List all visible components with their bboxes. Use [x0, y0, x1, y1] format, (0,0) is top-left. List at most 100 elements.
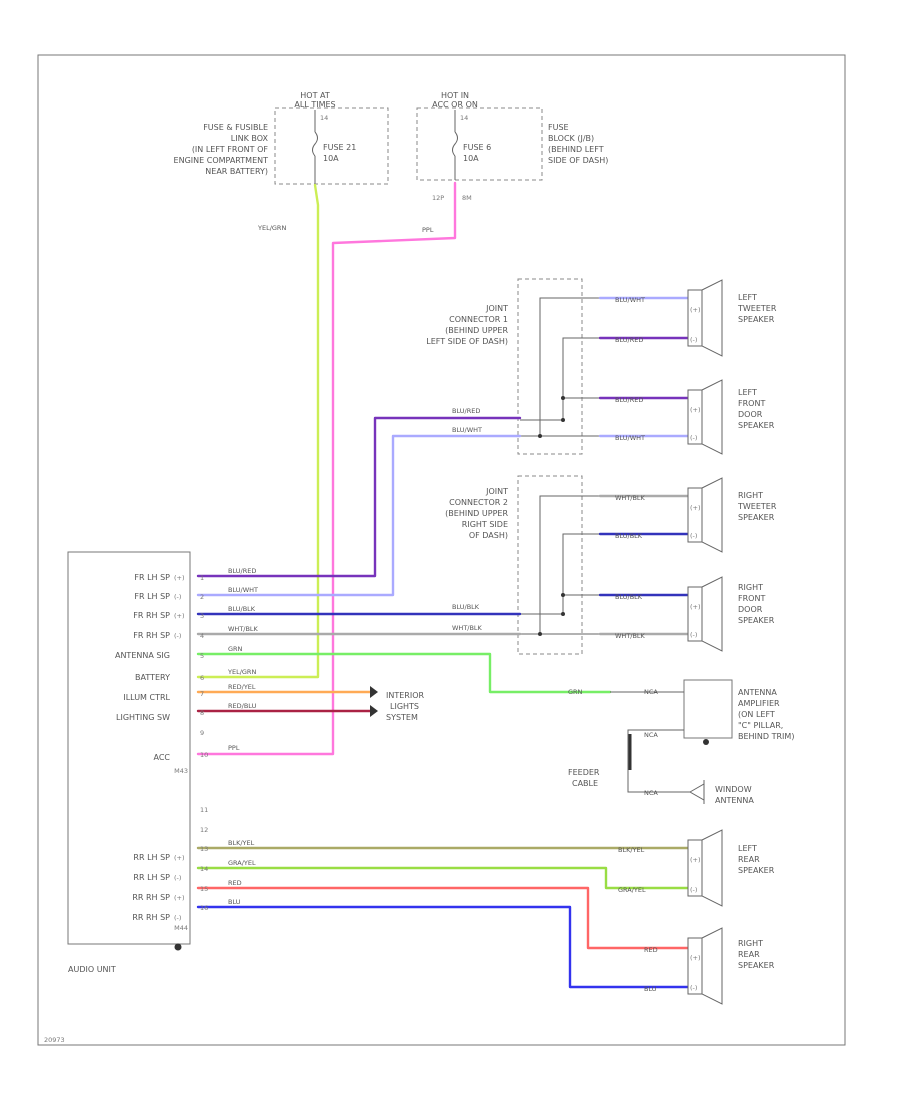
lr-label-3: SPEAKER — [738, 866, 775, 875]
arrow-illum — [370, 686, 378, 698]
wire-label-lt-plus: BLU/WHT — [615, 296, 645, 304]
speaker-left-front: (+) (-) LEFT FRONT DOOR SPEAKER — [687, 379, 775, 455]
wire-grn — [196, 652, 612, 694]
fuse-link-box: HOT AT ALL TIMES FUSE & FUSIBLE LINK BOX… — [174, 91, 389, 185]
window-antenna-symbol — [688, 783, 705, 801]
wire-label-gra-yel-au: GRA/YEL — [228, 859, 256, 867]
lt-label-2: TWEETER — [737, 304, 777, 313]
arrow-lighting — [370, 705, 378, 717]
wire-label-grn-amp: GRN — [568, 688, 583, 696]
au-num-5: 5 — [200, 652, 204, 660]
jc2-label-3: (BEHIND UPPER — [445, 509, 508, 518]
au-row-7: ILLUM CTRL — [123, 693, 170, 702]
jc1-label-4: LEFT SIDE OF DASH) — [426, 337, 508, 346]
au-num-3: 3 — [200, 612, 204, 620]
au-num-6: 6 — [200, 674, 204, 682]
diagram-frame — [37, 54, 846, 1046]
lr-label-2: REAR — [738, 855, 760, 864]
au-num-10: 10 — [200, 751, 208, 759]
wire-label-rt-plus: WHT/BLK — [615, 494, 646, 502]
au-rear-pin-4: (-) — [174, 914, 181, 922]
fuse-left-desc-3: (IN LEFT FRONT OF — [192, 145, 269, 154]
wire-label-ppl-au: PPL — [228, 744, 240, 752]
wire-label-au-3: BLU/BLK — [228, 605, 256, 613]
feeder-label-2: CABLE — [572, 779, 598, 788]
amp-label-4: "C" PILLAR, — [738, 721, 783, 730]
wire-label-wht-blk-main: WHT/BLK — [452, 624, 483, 632]
rf-pin-plus: (+) — [690, 603, 701, 611]
au-num-12: 12 — [200, 826, 208, 834]
fuse-left-hot-1: HOT AT — [300, 91, 330, 100]
audio-connector-1: M43 — [174, 767, 188, 775]
au-rear-pin-1: (+) — [174, 854, 185, 862]
jc2-label-5: OF DASH) — [469, 531, 508, 540]
wire-label-blu-spk: BLU — [644, 985, 657, 993]
au-row-6: BATTERY — [135, 673, 170, 682]
amp-wire-nca-2: NCA — [644, 731, 658, 739]
antenna-amplifier: NCA NCA NCA ANTENNA AMPLIFIER (ON LEFT "… — [568, 679, 794, 805]
rt-pin-minus: (-) — [690, 532, 697, 540]
fuse-right-desc-4: SIDE OF DASH) — [548, 156, 608, 165]
fuse-left-desc-4: ENGINE COMPARTMENT — [174, 156, 269, 165]
joint-connector-1: JOINT CONNECTOR 1 (BEHIND UPPER LEFT SID… — [426, 278, 600, 455]
joint-connector-2: JOINT CONNECTOR 2 (BEHIND UPPER RIGHT SI… — [445, 475, 600, 655]
wire-label-red-spk: RED — [644, 946, 658, 954]
lf-label-4: SPEAKER — [738, 421, 775, 430]
wire-label-gra-yel-spk: GRA/YEL — [618, 886, 646, 894]
au-pin-4: (-) — [174, 632, 181, 640]
wire-ppl — [196, 181, 457, 756]
wire-label-rf-minus: WHT/BLK — [615, 632, 646, 640]
diagram-id: 20973 — [44, 1036, 65, 1044]
rt-pin-plus: (+) — [690, 504, 701, 512]
rr-label-2: REAR — [738, 950, 760, 959]
jc1-label-1: JOINT — [485, 304, 508, 313]
rt-label-3: SPEAKER — [738, 513, 775, 522]
audio-unit-label: AUDIO UNIT — [68, 965, 116, 974]
fuse-block-jb: HOT IN ACC OR ON FUSE BLOCK (J/B) (BEHIN… — [416, 91, 608, 202]
wire-yel-grn — [196, 183, 320, 679]
wire-label-red-au: RED — [228, 879, 242, 887]
wire-label-au-2: BLU/WHT — [228, 586, 258, 594]
interior-label-2: LIGHTS — [390, 702, 419, 711]
wire-label-red-yel: RED/YEL — [228, 683, 256, 691]
fuse-6-symbol — [452, 131, 458, 157]
jc1-label-3: (BEHIND UPPER — [445, 326, 508, 335]
lt-label-1: LEFT — [738, 293, 757, 302]
au-row-10: ACC — [153, 753, 170, 762]
wire-blu-red-main — [196, 416, 522, 578]
au-rear-row-4: RR RH SP — [132, 913, 170, 922]
au-rear-pin-3: (+) — [174, 894, 185, 902]
au-row-5: ANTENNA SIG — [115, 651, 170, 660]
speaker-right-rear: (+) (-) RIGHT REAR SPEAKER — [687, 927, 775, 1005]
fuse-left-desc-5: NEAR BATTERY) — [205, 167, 268, 176]
rt-label-2: TWEETER — [737, 502, 777, 511]
rf-pin-minus: (-) — [690, 631, 697, 639]
lr-pin-minus: (-) — [690, 886, 697, 894]
au-row-2: FR LH SP — [134, 592, 170, 601]
wire-label-lf-plus: BLU/RED — [615, 396, 643, 404]
rf-label-2: FRONT — [738, 594, 765, 603]
lr-pin-plus: (+) — [690, 856, 701, 864]
fuse-left-hot-2: ALL TIMES — [294, 100, 335, 109]
wire-label-lt-minus: BLU/RED — [615, 336, 643, 344]
au-num-9: 9 — [200, 729, 204, 737]
au-row-8: LIGHTING SW — [116, 713, 170, 722]
fuse-6-rating: 10A — [463, 154, 479, 163]
fuse-right-connector-a: 12P — [432, 194, 444, 202]
wire-label-rt-minus: BLU/BLK — [615, 532, 643, 540]
fuse-6-label: FUSE 6 — [463, 143, 491, 152]
lf-label-2: FRONT — [738, 399, 765, 408]
fuse-right-desc-3: (BEHIND LEFT — [548, 145, 604, 154]
au-num-16: 16 — [200, 904, 208, 912]
fuse-21-symbol — [312, 131, 318, 157]
au-rear-row-1: RR LH SP — [133, 853, 170, 862]
lf-label-3: DOOR — [738, 410, 763, 419]
fuse-left-desc-1: FUSE & FUSIBLE — [203, 123, 268, 132]
wire-label-ppl: PPL — [422, 226, 434, 234]
fuse-right-desc-2: BLOCK (J/B) — [548, 134, 594, 143]
au-rear-pin-2: (-) — [174, 874, 181, 882]
au-pin-3: (+) — [174, 612, 185, 620]
au-rear-row-3: RR RH SP — [132, 893, 170, 902]
au-num-8: 8 — [200, 709, 204, 717]
